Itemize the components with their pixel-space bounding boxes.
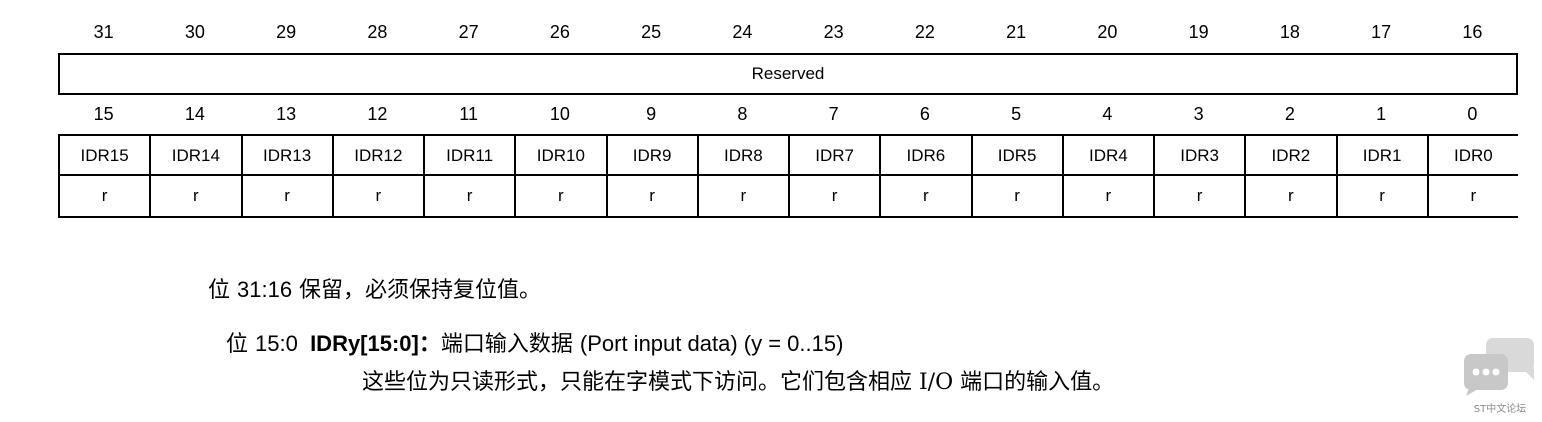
reserved-description: 保留，必须保持复位值。 (292, 278, 542, 303)
bit-number-3: 12 (367, 104, 388, 124)
chat-bubble-icon (1464, 338, 1534, 396)
access-cell-13: r (1246, 176, 1338, 218)
bit-number-14: 1 (1376, 104, 1387, 124)
access-cell-15: r (1428, 176, 1518, 218)
bit-number-12: 3 (1193, 104, 1204, 124)
bit-number-2: 29 (276, 22, 297, 42)
field-name-cell-3: IDR12 (333, 136, 425, 176)
access-cell-9: r (881, 176, 973, 218)
field-name-cell-12: IDR3 (1155, 136, 1247, 176)
access-cell-5: r (516, 176, 608, 218)
bit-number-6: 25 (641, 22, 662, 42)
access-cell-14: r (1337, 176, 1429, 218)
bit-number-15: 0 (1467, 104, 1478, 124)
bit-number-1: 30 (184, 22, 205, 42)
bit-range: 15:0 (255, 331, 298, 356)
watermark-text: ST中文论坛 (1473, 404, 1527, 415)
bit-number-0: 15 (93, 104, 114, 124)
field-name-cell-4: IDR11 (425, 136, 517, 176)
bit-prefix: 位 (226, 332, 255, 357)
field-detail: 这些位为只读形式，只能在字模式下访问。它们包含相应 I/O 端口的输入值。 (362, 370, 1115, 395)
bit-number-9: 6 (919, 104, 930, 124)
bit-number-12: 19 (1188, 22, 1209, 42)
bit-number-11: 20 (1097, 22, 1118, 42)
access-cell-3: r (333, 176, 425, 218)
bit-number-5: 26 (549, 22, 570, 42)
bit-number-14: 17 (1371, 22, 1392, 42)
access-cell-11: r (1063, 176, 1155, 218)
bit-prefix: 位 (208, 278, 237, 303)
field-name-cell-11: IDR4 (1063, 136, 1155, 176)
bit-numbers-high: 31 30 29 28 27 26 25 24 23 22 21 20 19 18 17 16 (58, 12, 1518, 52)
field-title-cn: 端口输入数据 (440, 332, 580, 357)
access-cell-7: r (698, 176, 790, 218)
bit-number-11: 4 (1102, 104, 1113, 124)
bit-range: 31:16 (237, 277, 293, 302)
field-name-cell-13: IDR2 (1246, 136, 1338, 176)
bit-number-4: 11 (459, 104, 478, 124)
field-name-cell-5: IDR10 (516, 136, 608, 176)
bit-number-10: 5 (1011, 104, 1022, 124)
bit-number-3: 28 (367, 22, 388, 42)
field-name-cell-8: IDR7 (790, 136, 882, 176)
access-cell-0: r (60, 176, 152, 218)
bit-number-8: 7 (828, 104, 839, 124)
field-name-cell-6: IDR9 (607, 136, 699, 176)
bit-number-7: 24 (732, 22, 753, 42)
reserved-field: Reserved (58, 53, 1518, 95)
field-title-en: (Port input data) (y = 0..15) (579, 331, 844, 356)
field-name-cell-1: IDR14 (151, 136, 243, 176)
bit-number-8: 23 (823, 22, 844, 42)
bits-15-0-description: 位 15:0 IDRy[15:0]：端口输入数据 (Port input dat… (226, 326, 843, 358)
access-cell-4: r (425, 176, 517, 218)
field-name: IDRy[15:0] (310, 331, 419, 356)
bit-number-6: 9 (646, 104, 657, 124)
bit-number-2: 13 (276, 104, 297, 124)
bit-number-15: 16 (1462, 22, 1483, 42)
field-name-cell-15: IDR0 (1428, 136, 1518, 176)
field-name-cell-9: IDR6 (881, 136, 973, 176)
access-cell-12: r (1155, 176, 1247, 218)
bit-number-9: 22 (914, 22, 935, 42)
field-name-cell-0: IDR15 (60, 136, 152, 176)
bit-number-10: 21 (1006, 22, 1027, 42)
bit-number-1: 14 (184, 104, 205, 124)
bit-number-5: 10 (549, 104, 570, 124)
field-name-cell-14: IDR1 (1337, 136, 1429, 176)
access-cell-6: r (607, 176, 699, 218)
field-name-cell-10: IDR5 (972, 136, 1064, 176)
bit-number-0: 31 (93, 22, 114, 42)
access-cell-8: r (790, 176, 882, 218)
bit-number-4: 27 (458, 22, 479, 42)
field-name-cell-2: IDR13 (242, 136, 334, 176)
field-name-cell-7: IDR8 (698, 136, 790, 176)
bit-number-13: 2 (1284, 104, 1295, 124)
bit-number-13: 18 (1279, 22, 1300, 42)
access-cell-10: r (972, 176, 1064, 218)
access-cell-2: r (242, 176, 334, 218)
field-colon: ： (418, 331, 441, 357)
access-cell-1: r (151, 176, 243, 218)
bit-number-7: 8 (737, 104, 748, 124)
bits-31-16-description: 位 31:16 保留，必须保持复位值。 (208, 272, 541, 304)
